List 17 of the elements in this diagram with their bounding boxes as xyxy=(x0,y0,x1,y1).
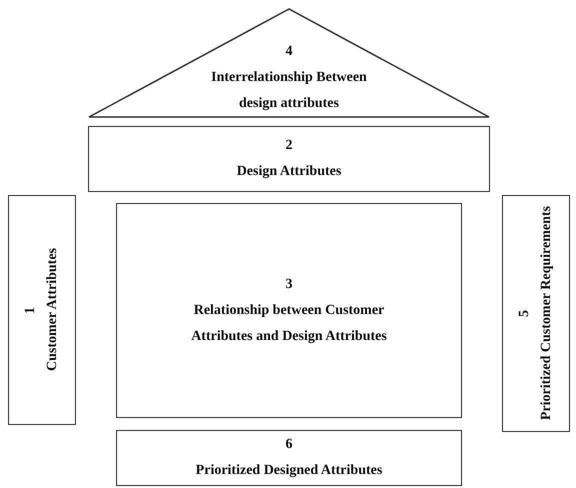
customer-attributes-box xyxy=(8,195,76,425)
number-label: 1 xyxy=(22,306,39,314)
design-attributes-box xyxy=(88,126,490,192)
priority-box xyxy=(502,195,570,432)
number-label: 4 xyxy=(286,43,292,61)
section-title: Interrelationship Between design attributes xyxy=(210,69,368,113)
number-label: 6 xyxy=(286,436,292,454)
prioritized-design-box xyxy=(116,430,462,486)
section-title: Customer Attributes xyxy=(44,248,61,372)
section-title: Prioritized Customer Requirements xyxy=(538,206,555,421)
section-title: Design Attributes xyxy=(236,163,342,181)
section-title: Prioritized Designed Attributes xyxy=(196,462,382,480)
relationship-matrix-box xyxy=(116,203,462,418)
number-label: 2 xyxy=(286,137,292,155)
number-label: 3 xyxy=(286,276,292,294)
section-title: Relationship between Customer Attributes and Design Attributes xyxy=(190,302,388,346)
number-label: 5 xyxy=(516,310,533,317)
